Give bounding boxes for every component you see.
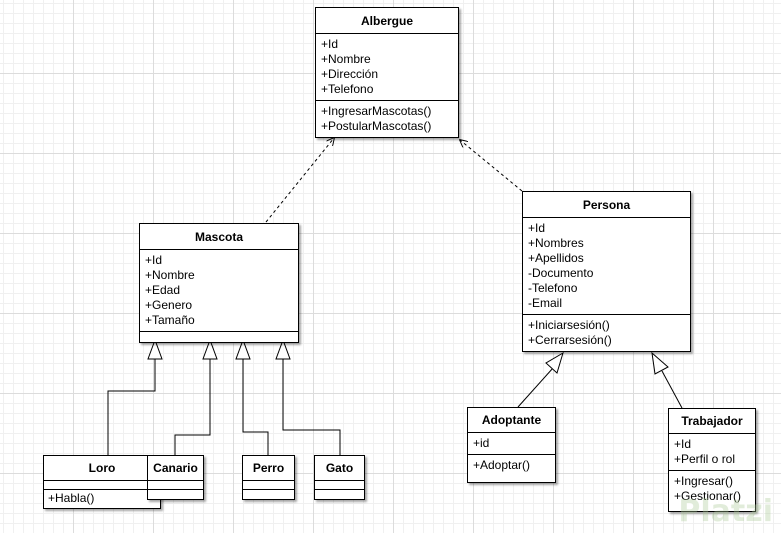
class-adoptante[interactable]: Adoptante +id +Adoptar() <box>467 407 556 483</box>
attributes-section: +id <box>468 433 555 455</box>
generalization-loro-mascota[interactable] <box>107 338 163 455</box>
class-member: +Cerrarsesión() <box>528 333 612 347</box>
class-member: +Tamaño <box>145 313 195 327</box>
class-member: +Apellidos <box>528 251 584 265</box>
class-trabajador[interactable]: Trabajador +Id+Perfil o rol +Ingresar()+… <box>668 408 756 512</box>
class-name: Canario <box>148 456 203 481</box>
class-member: +Id <box>321 37 339 51</box>
class-member: +Telefono <box>321 82 374 96</box>
dependency-mascota-albergue[interactable] <box>265 138 334 223</box>
methods-section <box>148 490 203 499</box>
attributes-section: +Id+Nombre+Edad+Genero+Tamaño <box>140 250 298 332</box>
class-member: +Edad <box>145 283 181 297</box>
class-member: +PostularMascotas() <box>321 119 432 133</box>
class-albergue[interactable]: Albergue +Id+Nombre+Dirección+Telefono +… <box>315 7 459 138</box>
class-member: +Nombres <box>528 236 584 250</box>
class-gato[interactable]: Gato <box>314 455 365 500</box>
class-member: +Dirección <box>321 67 379 81</box>
class-member: +id <box>473 436 490 450</box>
class-name: Mascota <box>140 224 298 250</box>
methods-section <box>243 490 294 499</box>
class-member: +Ingresar() <box>674 474 734 488</box>
class-name: Adoptante <box>468 408 555 433</box>
attributes-section <box>315 481 364 490</box>
generalization-adoptante-persona[interactable] <box>517 351 564 408</box>
methods-section: +Habla() <box>44 490 160 508</box>
class-mascota[interactable]: Mascota +Id+Nombre+Edad+Genero+Tamaño <box>139 223 299 343</box>
class-name: Perro <box>243 456 294 481</box>
class-name: Trabajador <box>669 409 755 434</box>
class-member: +Iniciarsesión() <box>528 318 610 332</box>
attributes-section: +Id+Nombres+Apellidos-Documento-Telefono… <box>523 218 690 315</box>
class-member: +Perfil o rol <box>674 452 736 466</box>
generalization-trabajador-persona[interactable] <box>651 351 683 409</box>
platzi-watermark: Platzi <box>678 494 773 529</box>
attributes-section <box>148 481 203 490</box>
attributes-section <box>243 481 294 490</box>
class-loro[interactable]: Loro +Habla() <box>43 455 161 509</box>
methods-section: +Ingresar()+Gestionar() <box>669 471 755 511</box>
class-member: +Genero <box>145 298 193 312</box>
class-member: +Id <box>145 253 163 267</box>
class-member: -Email <box>528 296 563 310</box>
class-perro[interactable]: Perro <box>242 455 295 500</box>
generalization-gato-mascota[interactable] <box>275 338 341 455</box>
generalization-perro-mascota[interactable] <box>235 338 269 455</box>
class-name: Persona <box>523 192 690 218</box>
class-persona[interactable]: Persona +Id+Nombres+Apellidos-Documento-… <box>522 191 691 352</box>
class-member: -Telefono <box>528 281 578 295</box>
dependency-persona-albergue[interactable] <box>460 140 523 192</box>
attributes-section: +Id+Perfil o rol <box>669 434 755 471</box>
class-member: +Habla() <box>48 491 95 505</box>
attributes-section: +Id+Nombre+Dirección+Telefono <box>316 34 458 101</box>
class-member: +Adoptar() <box>473 458 531 472</box>
methods-section <box>315 490 364 499</box>
class-member: +Nombre <box>321 52 371 66</box>
methods-section <box>140 332 298 342</box>
class-member: +IngresarMascotas() <box>321 104 432 118</box>
class-member: +Nombre <box>145 268 195 282</box>
methods-section: +Adoptar() <box>468 455 555 482</box>
class-member: +Id <box>674 437 692 451</box>
class-member: -Documento <box>528 266 594 280</box>
class-member: +Gestionar() <box>674 489 742 503</box>
class-name: Gato <box>315 456 364 481</box>
class-member: +Id <box>528 221 546 235</box>
methods-section: +Iniciarsesión()+Cerrarsesión() <box>523 315 690 351</box>
attributes-section <box>44 481 160 490</box>
class-name: Loro <box>44 456 160 481</box>
class-name: Albergue <box>316 8 458 34</box>
class-canario[interactable]: Canario <box>147 455 204 500</box>
generalization-canario-mascota[interactable] <box>174 338 218 455</box>
methods-section: +IngresarMascotas()+PostularMascotas() <box>316 101 458 137</box>
